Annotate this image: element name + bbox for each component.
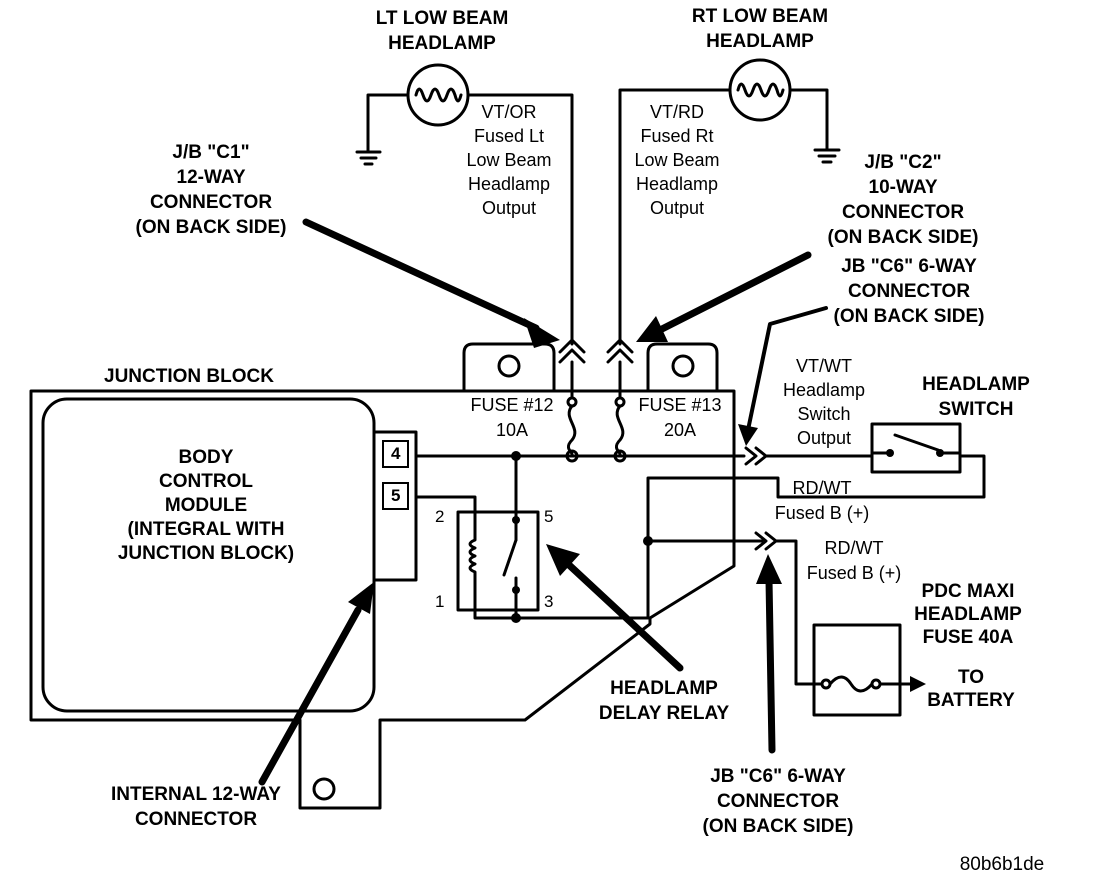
lt-lamp-feed-wire [466, 93, 574, 346]
fuse12-element [566, 404, 577, 456]
to-battery-arrow [910, 676, 926, 692]
lt-lamp-ground-wire [366, 93, 410, 154]
internal-connector-pointer-arrow [258, 606, 362, 786]
c2-connector-symbol [606, 338, 634, 364]
rt-ground-symbol [813, 148, 841, 164]
lt-output-label: VT/OR Fused Lt Low Beam Headlamp Output [466, 102, 552, 218]
relay-coil [468, 518, 477, 592]
relay-pin-3-number: 3 [544, 592, 554, 611]
switch-output-label: VT/WT Headlamp Switch Output [782, 356, 866, 448]
junction-block-label: JUNCTION BLOCK [104, 366, 274, 387]
relay-pin-1-number: 1 [435, 592, 445, 611]
fuse13-element [614, 404, 625, 456]
fuse13-label: FUSE #13 20A [638, 395, 722, 440]
rt-filament [736, 82, 785, 98]
relay-pin-2-number: 2 [435, 507, 445, 526]
bcm-pin-4-number: 4 [391, 444, 401, 463]
delay-relay-label: HEADLAMP DELAY RELAY [598, 678, 730, 724]
rt-low-beam-label: RT LOW BEAM HEADLAMP [691, 6, 829, 52]
lt-ground-symbol [355, 150, 382, 166]
bcm-pin-4-box [382, 440, 409, 468]
c1-connector-label: J/B "C1" 12-WAY CONNECTOR (ON BACK SIDE) [135, 142, 287, 238]
pdc-feed-wire [774, 539, 824, 686]
c6-bottom-pointer-arrow [765, 576, 776, 754]
bcm-connector-strip [372, 430, 418, 582]
rdwt-lower-label: RD/WT Fused B (+) [806, 538, 902, 583]
bcm-pin-5-box [382, 482, 409, 510]
switch-contact [893, 433, 940, 452]
relay-contact [502, 538, 518, 577]
c1-pointer-arrow [302, 218, 540, 332]
rdwt-switch-feed [766, 454, 986, 499]
mounting-tab-right [646, 342, 719, 393]
to-battery-label: TO BATTERY [927, 667, 1015, 711]
fused-b-plus-bus [646, 476, 770, 620]
headlamp-switch-box [870, 422, 962, 474]
rdwt-upper-label: RD/WT Fused B (+) [774, 478, 870, 523]
rt-lamp-ground-wire [788, 88, 829, 152]
bcm-pin-5-number: 5 [391, 486, 401, 505]
relay-output-wire [473, 588, 650, 620]
relay-pin-5-number: 5 [544, 507, 554, 526]
headlamp-delay-relay-box [456, 510, 540, 612]
pin5-to-relay-wire [414, 495, 477, 522]
pdc-fuse-label: PDC MAXI HEADLAMP FUSE 40A [914, 581, 1022, 648]
delay-relay-pointer-arrow [564, 560, 684, 672]
rt-output-label: VT/RD Fused Rt Low Beam Headlamp Output [634, 102, 720, 218]
mounting-hole-bottom [312, 777, 336, 801]
junction-block-outline [29, 389, 736, 810]
rt-lamp-feed-wire [618, 88, 732, 346]
pdc-fuse-element [828, 675, 874, 693]
fuse12-label: FUSE #12 10A [470, 395, 554, 440]
c2-pointer-arrow [656, 251, 812, 334]
headlamp-switch-label: HEADLAMP SWITCH [922, 374, 1030, 420]
pdc-maxi-fuse-box [812, 623, 902, 717]
mounting-hole-left [497, 354, 521, 378]
mounting-tab-left [462, 342, 556, 393]
lt-low-beam-label: LT LOW BEAM HEADLAMP [375, 8, 509, 54]
lt-filament [414, 87, 463, 103]
internal-connector-label: INTERNAL 12-WAY CONNECTOR [111, 784, 281, 830]
c6-connector-bottom-label: JB "C6" 6-WAY CONNECTOR (ON BACK SIDE) [702, 766, 854, 837]
c6-switch-output-connector [744, 446, 768, 466]
body-control-module-label: BODY CONTROL MODULE (INTEGRAL WITH JUNCT… [117, 447, 295, 564]
figure-id-label: 80b6b1de [959, 854, 1045, 875]
c2-connector-label: J/B "C2" 10-WAY CONNECTOR (ON BACK SIDE) [827, 152, 979, 248]
c6-connector-top-label: JB "C6" 6-WAY CONNECTOR (ON BACK SIDE) [833, 256, 985, 327]
c6-top-pointer-arrow [746, 306, 828, 432]
mounting-hole-right [671, 354, 695, 378]
c1-connector-symbol [558, 338, 586, 364]
